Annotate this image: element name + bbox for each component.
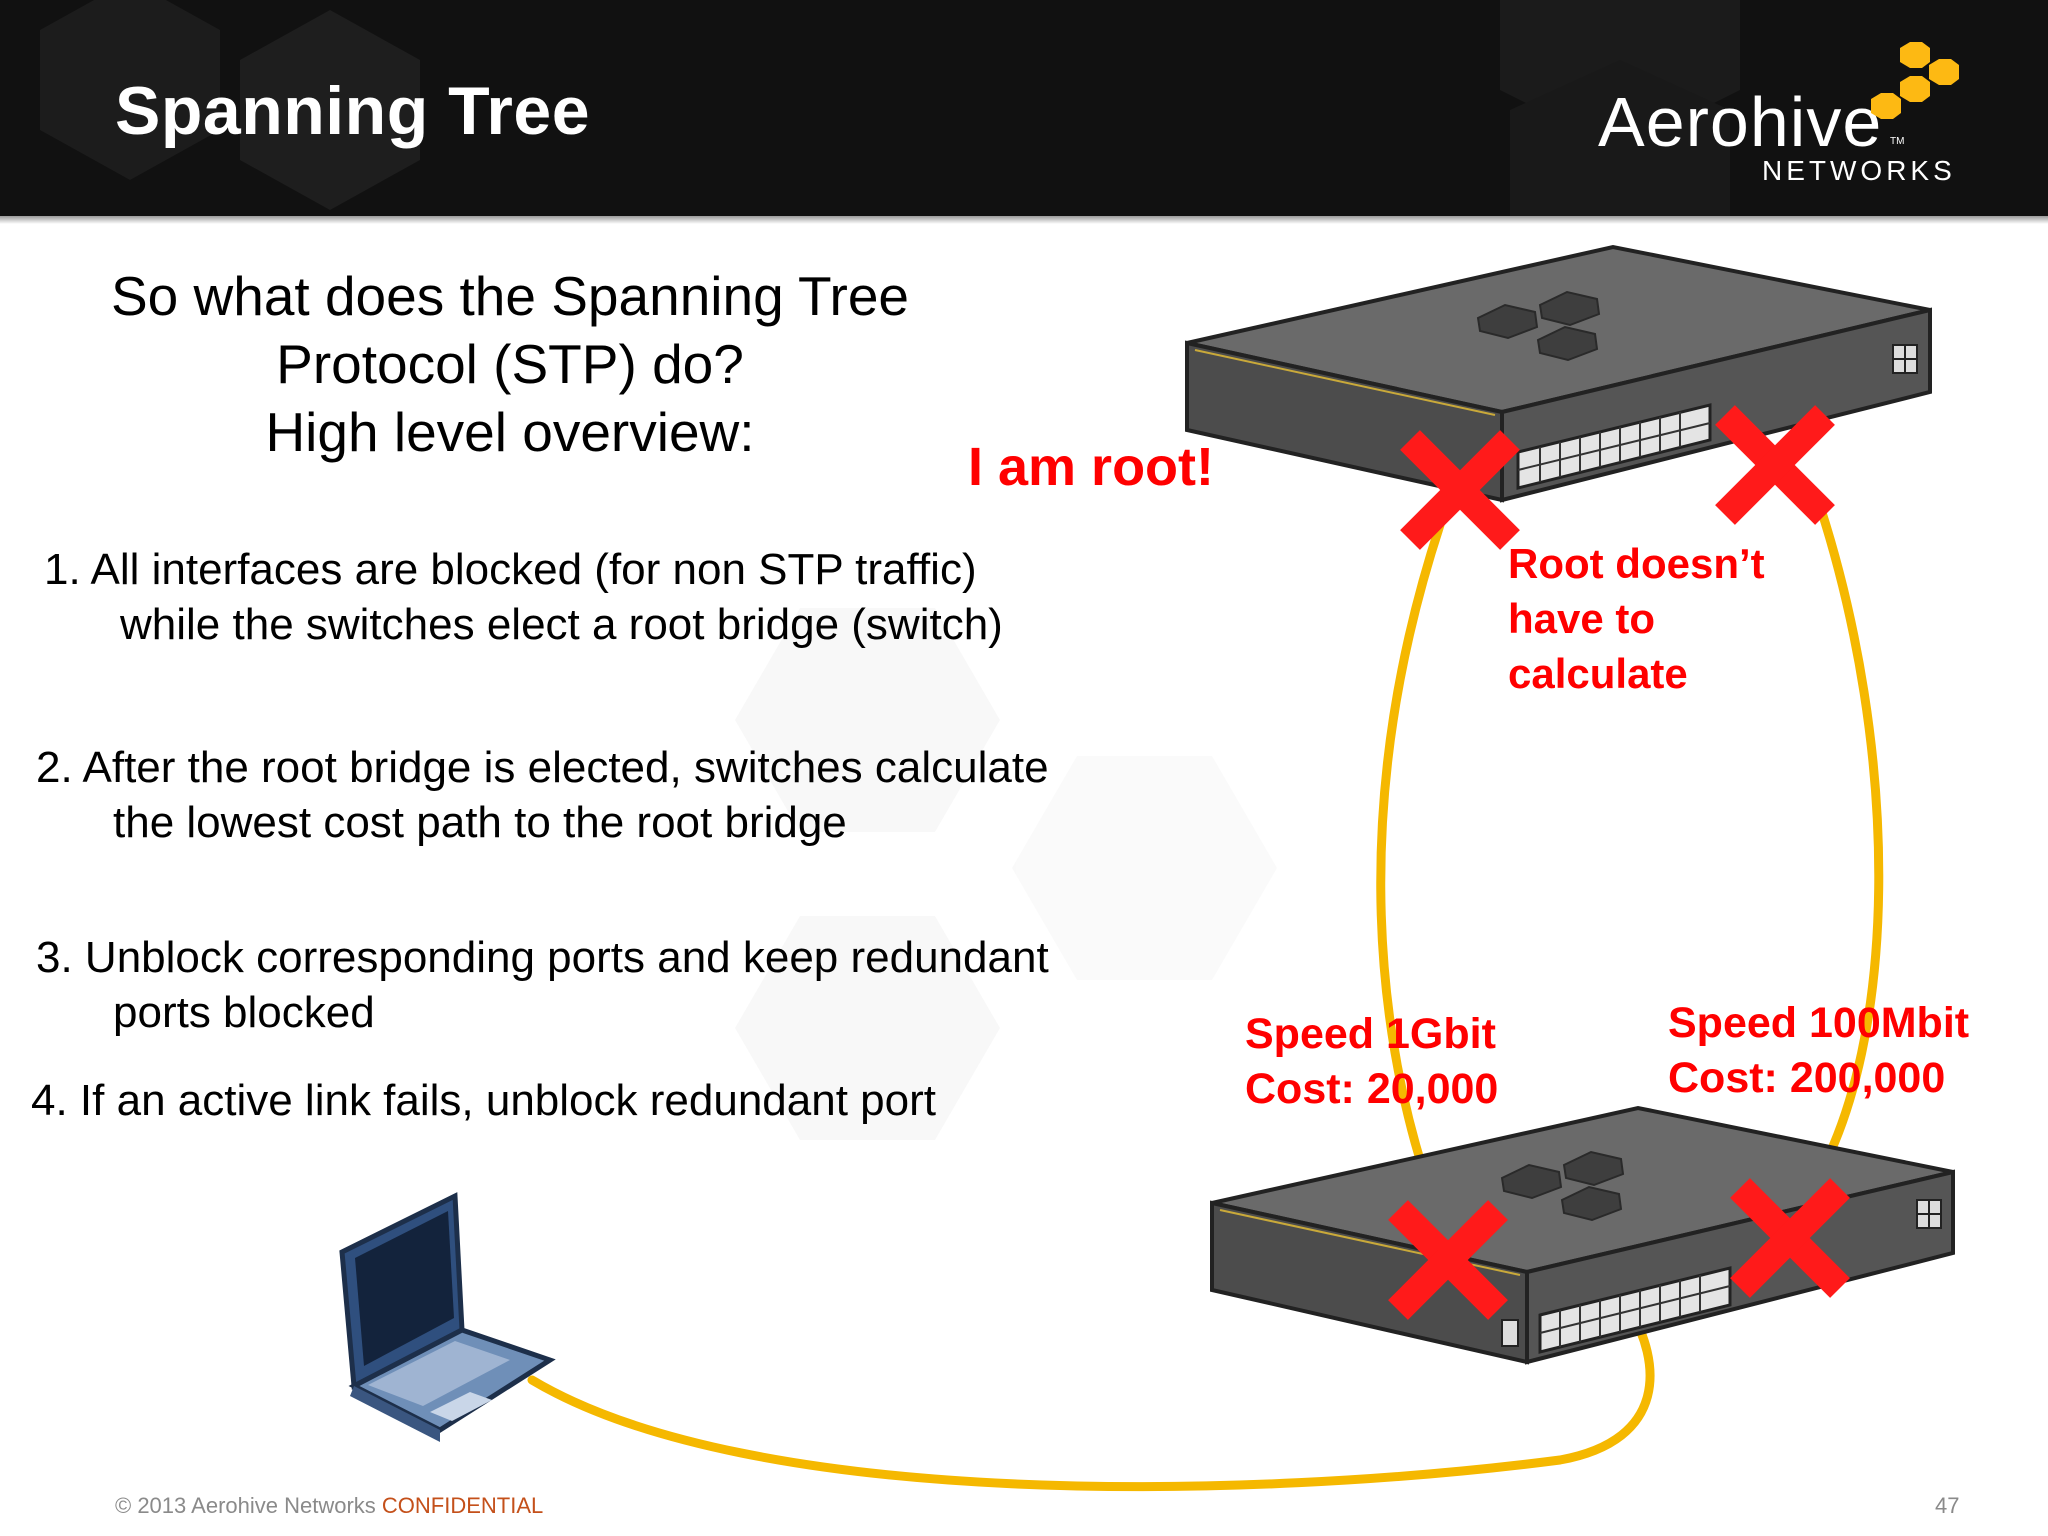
slide-title: Spanning Tree: [115, 73, 591, 149]
logo-trademark: TM: [1890, 136, 1905, 147]
laptop-icon: [339, 1192, 556, 1442]
step-3: 3. Unblock corresponding ports and keep …: [36, 930, 1049, 1040]
slide-header: Spanning Tree Aerohive TM NETWORKS: [0, 0, 2048, 216]
step-4: 4. If an active link fails, unblock redu…: [31, 1073, 936, 1128]
link-left-cost: Speed 1Gbit Cost: 20,000: [1245, 1007, 1498, 1117]
overview-question: So what does the Spanning Tree Protocol …: [60, 262, 960, 466]
step-1-line-1: 1. All interfaces are blocked (for non S…: [44, 545, 977, 594]
blocked-port-marks: [1388, 405, 1850, 1320]
step-2-line-2: the lowest cost path to the root bridge: [113, 798, 847, 847]
blocked-port-x-icon: [1388, 1200, 1508, 1320]
confidential-label: CONFIDENTIAL: [381, 1493, 544, 1518]
logo-subtitle: NETWORKS: [1762, 155, 1956, 186]
step-2: 2. After the root bridge is elected, swi…: [36, 740, 1049, 850]
logo-hexagons-icon: [1871, 42, 1959, 119]
step-2-line-1: 2. After the root bridge is elected, swi…: [36, 743, 1049, 792]
link-right-cost-value: Cost: 200,000: [1668, 1054, 1946, 1102]
blocked-port-x-icon: [1400, 430, 1520, 550]
header-hexagon-pattern: [40, 0, 1740, 216]
footer-copyright: © 2013 Aerohive Networks CONFIDENTIAL: [115, 1493, 543, 1519]
blocked-port-x-icon: [1730, 1178, 1850, 1298]
step-4-line-1: 4. If an active link fails, unblock redu…: [31, 1076, 936, 1125]
root-note-line-2: have to: [1508, 595, 1656, 642]
step-1: 1. All interfaces are blocked (for non S…: [44, 542, 1003, 652]
logo-wordmark: Aerohive: [1598, 83, 1883, 161]
cable-laptop-link: [527, 1305, 1655, 1492]
link-left-speed: Speed 1Gbit: [1245, 1010, 1496, 1058]
question-line-2: Protocol (STP) do?: [276, 333, 744, 395]
switch-logo-icon: [1476, 290, 1601, 362]
root-label: I am root!: [968, 437, 1215, 497]
switch-logo-icon: [1500, 1150, 1625, 1222]
question-line-1: So what does the Spanning Tree: [110, 265, 910, 327]
header-shadow: [0, 216, 2048, 224]
root-switch: [1185, 244, 1932, 503]
question-line-3: High level overview:: [265, 401, 755, 463]
page-number: 47: [1935, 1493, 1960, 1518]
copyright-text: © 2013 Aerohive Networks: [115, 1493, 376, 1518]
link-left-cost-value: Cost: 20,000: [1245, 1065, 1499, 1113]
root-note-line-3: calculate: [1508, 650, 1688, 697]
step-3-line-1: 3. Unblock corresponding ports and keep …: [36, 933, 1049, 982]
step-3-line-2: ports blocked: [113, 988, 375, 1037]
blocked-port-x-icon: [1715, 405, 1835, 525]
step-1-line-2: while the switches elect a root bridge (…: [120, 600, 1003, 649]
root-note-line-1: Root doesn’t: [1508, 540, 1765, 587]
link-right-cost: Speed 100Mbit Cost: 200,000: [1668, 996, 1969, 1106]
bottom-switch: [1210, 1105, 1955, 1365]
watermark-hexagons: [735, 608, 1277, 1140]
cable-left-link: [1376, 520, 1455, 1250]
link-right-speed: Speed 100Mbit: [1668, 999, 1970, 1047]
cable-right-link: [1807, 495, 1884, 1193]
root-note: Root doesn’t have to calculate: [1508, 536, 1765, 701]
